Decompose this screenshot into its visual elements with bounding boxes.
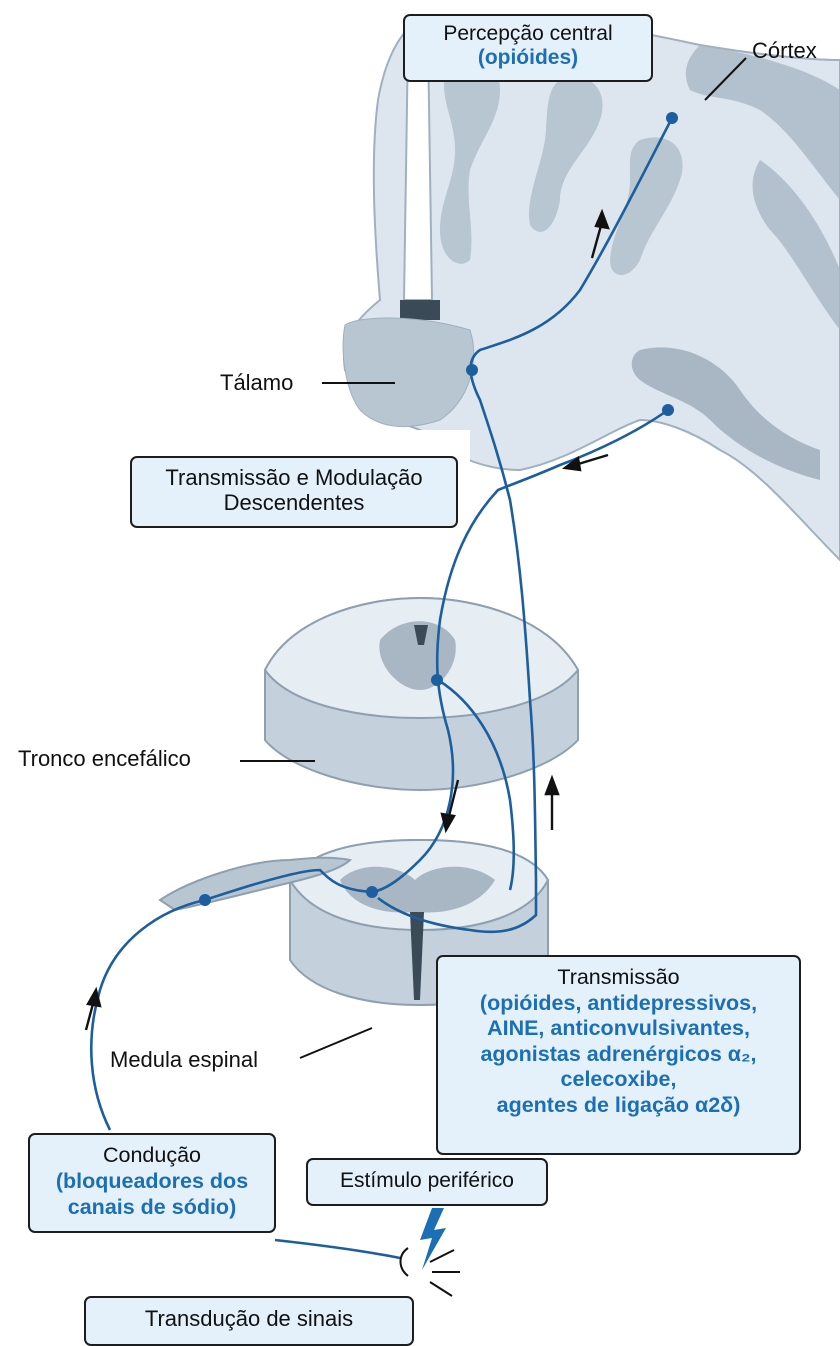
- label-spinal-cord: Medula espinal: [110, 1047, 258, 1073]
- cortex-synapse-dot: [666, 112, 678, 124]
- descending-modulation-line2: Descendentes: [132, 490, 456, 515]
- label-thalamus: Tálamo: [220, 370, 293, 396]
- peripheral-stimulus-title: Estímulo periférico: [308, 1169, 546, 1193]
- conduction-title: Condução: [30, 1143, 274, 1169]
- central-perception-drugs: (opióides): [405, 46, 651, 70]
- signal-transduction-title: Transdução de sinais: [86, 1306, 412, 1331]
- brainstem-synapse-dot: [431, 674, 443, 686]
- central-perception-title: Percepção central: [405, 22, 651, 46]
- spinal-synapse-dot: [366, 886, 378, 898]
- label-cortex: Córtex: [752, 38, 817, 64]
- conduction-drugs-2: canais de sódio): [30, 1195, 274, 1221]
- transmission-title: Transmissão: [438, 965, 799, 991]
- peripheral-stimulus-box: Estímulo periférico: [306, 1158, 548, 1206]
- thalamus-synapse-dot: [466, 364, 478, 376]
- transmission-box: Transmissão (opióides, antidepressivos, …: [436, 955, 801, 1155]
- label-brainstem: Tronco encefálico: [18, 746, 191, 772]
- conduction-drugs-1: (bloqueadores dos: [30, 1169, 274, 1195]
- central-perception-box: Percepção central (opióides): [403, 14, 653, 82]
- signal-transduction-box: Transdução de sinais: [84, 1296, 414, 1346]
- descending-modulation-box: Transmissão e Modulação Descendentes: [130, 456, 458, 528]
- transmission-drugs-4: celecoxibe,: [438, 1067, 799, 1093]
- nociceptor-fiber: [275, 1240, 400, 1258]
- conduction-box: Condução (bloqueadores dos canais de sód…: [28, 1133, 276, 1233]
- descending-modulation-line1: Transmissão e Modulação: [132, 465, 456, 490]
- transmission-drugs-5: agentes de ligação α2δ): [438, 1093, 799, 1119]
- ganglion-dot: [199, 894, 211, 906]
- descending-origin-dot: [662, 404, 674, 416]
- transmission-drugs-3: agonistas adrenérgicos α₂,: [438, 1042, 799, 1068]
- transmission-drugs-2: AINE, anticonvulsivantes,: [438, 1016, 799, 1042]
- transmission-drugs-1: (opióides, antidepressivos,: [438, 991, 799, 1017]
